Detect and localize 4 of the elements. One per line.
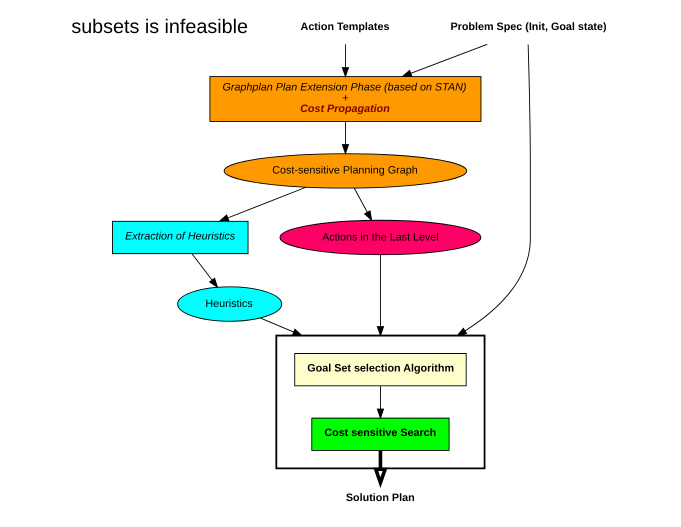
node-text: Action Templates (300, 20, 390, 33)
label: subsets is infeasible (71, 16, 248, 38)
node-text: Solution Plan (346, 492, 415, 504)
node-text: Problem Spec (Init, Goal state) (450, 20, 607, 33)
